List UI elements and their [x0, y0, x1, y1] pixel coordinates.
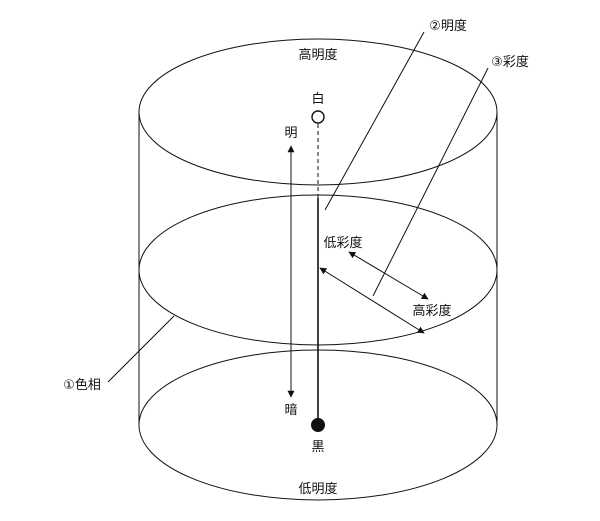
- high-lightness-label: 高明度: [298, 47, 337, 63]
- lightness-callout-label: ②明度: [429, 18, 467, 34]
- black-point: [311, 418, 325, 432]
- saturation-callout-leader: [372, 67, 489, 297]
- bright-label: 明: [284, 126, 297, 141]
- high-saturation-label: 高彩度: [412, 303, 451, 319]
- lightness-callout-leader: [324, 31, 425, 211]
- saturation-radius-line: [319, 267, 425, 334]
- saturation-callout-label: ③彩度: [491, 54, 529, 70]
- top-ellipse: [138, 38, 498, 186]
- white-point: [311, 110, 325, 124]
- low-lightness-label: 低明度: [298, 481, 337, 497]
- saturation-arrow: [348, 251, 429, 300]
- hue-callout-label: ①色相: [63, 377, 101, 393]
- dark-label: 暗: [284, 403, 297, 418]
- black-label: 黒: [311, 440, 324, 455]
- hue-callout-leader: [107, 315, 175, 383]
- white-label: 白: [311, 91, 324, 107]
- low-saturation-label: 低彩度: [323, 235, 362, 251]
